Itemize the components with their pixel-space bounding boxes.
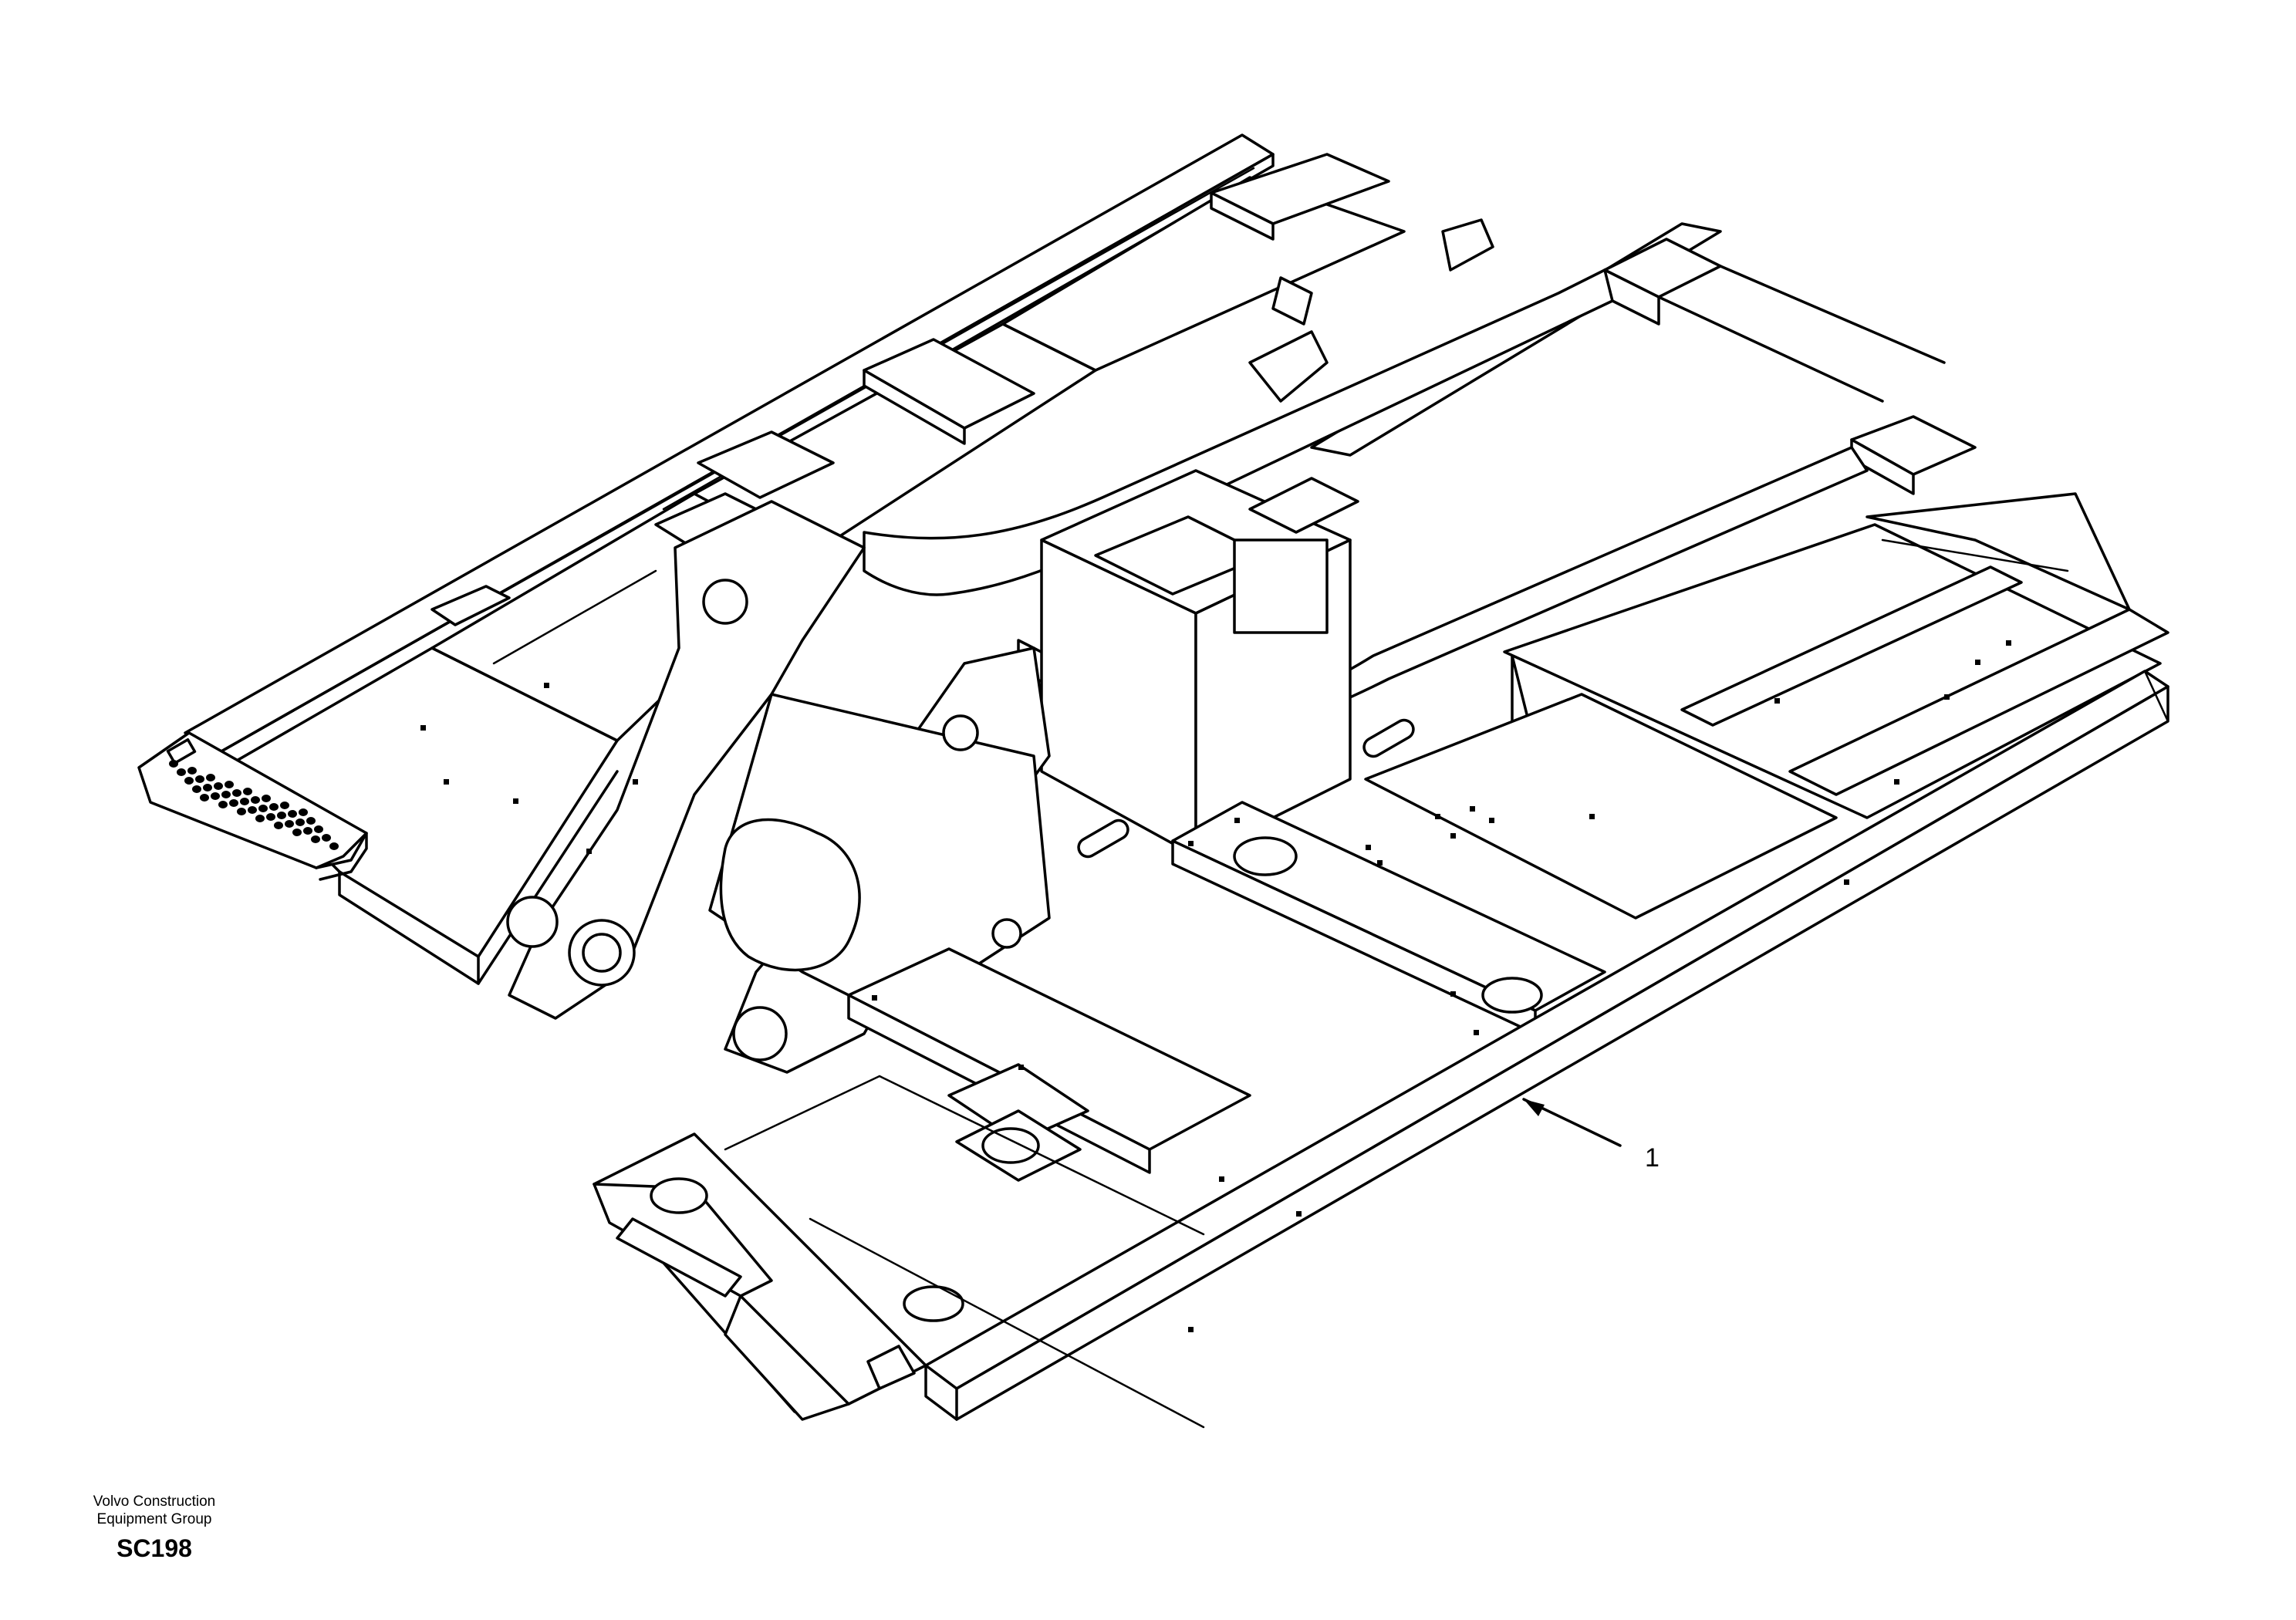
- footstep-hole: [192, 785, 201, 793]
- footstep-hole: [262, 795, 271, 802]
- front-mount-box: [847, 801, 1606, 1182]
- footstep-hole: [225, 781, 234, 788]
- bolt-hole: [1474, 1030, 1479, 1035]
- bolt-hole: [586, 849, 592, 854]
- footstep-hole: [248, 806, 257, 814]
- footstep-hole: [285, 820, 294, 828]
- bolt-hole: [1296, 1211, 1302, 1217]
- boom-foot-plates: [506, 500, 1415, 1074]
- footstep-hole: [322, 834, 331, 842]
- bolt-hole: [1234, 818, 1240, 823]
- footstep-hole: [169, 760, 178, 768]
- bolt-hole: [1188, 841, 1194, 846]
- footstep-hole: [232, 789, 241, 797]
- bolt-hole: [1377, 860, 1383, 866]
- footstep-hole: [292, 829, 302, 836]
- bolt-hole: [444, 779, 449, 785]
- footstep-hole: [218, 801, 228, 808]
- footstep-hole: [177, 768, 186, 776]
- footstep-hole: [303, 827, 312, 835]
- bolt-hole: [1589, 814, 1595, 819]
- footstep-hole: [229, 799, 238, 807]
- footstep-hole: [299, 808, 308, 816]
- footstep-hole: [258, 805, 268, 812]
- footstep-hole: [221, 791, 231, 798]
- left-footstep: [137, 731, 368, 881]
- footstep-hole: [314, 825, 323, 833]
- bolt-hole: [1470, 806, 1475, 812]
- bolt-hole: [513, 798, 518, 804]
- bolt-hole: [872, 995, 877, 1001]
- bolt-hole: [633, 779, 638, 785]
- bolt-hole: [1975, 660, 1980, 665]
- footstep-hole: [295, 818, 305, 826]
- bolt-hole: [1844, 879, 1849, 885]
- footstep-hole: [329, 842, 339, 850]
- front-end-frame: [593, 1075, 1205, 1429]
- footstep-hole: [288, 810, 297, 818]
- bolt-hole-marks: [420, 640, 2011, 1332]
- footstep-hole: [306, 817, 316, 825]
- callout-1: 1: [1522, 1098, 1660, 1173]
- footstep-hole: [269, 803, 279, 811]
- bolt-hole: [1450, 833, 1456, 839]
- center-box: [1040, 469, 1359, 858]
- footstep-hole: [274, 822, 283, 829]
- footstep-hole: [240, 798, 249, 805]
- bolt-hole: [1188, 1327, 1194, 1332]
- bolt-hole: [1366, 845, 1371, 850]
- rear-cross-members: [430, 153, 1494, 626]
- footstep-hole: [200, 794, 209, 802]
- bolt-hole: [420, 725, 426, 731]
- footstep-hole: [255, 815, 265, 822]
- footstep-hole: [187, 767, 197, 775]
- company-name-line-2: Equipment Group: [96, 1511, 212, 1527]
- sheet-code: SC198: [116, 1534, 192, 1562]
- footstep-hole: [237, 808, 246, 815]
- footstep-hole: [211, 792, 220, 800]
- footstep-hole: [251, 796, 260, 804]
- footstep-hole: [184, 777, 194, 785]
- bolt-hole: [1894, 779, 1899, 785]
- bolt-hole: [544, 683, 549, 688]
- footstep-hole: [243, 788, 252, 795]
- company-name-line-1: Volvo Construction: [93, 1493, 216, 1510]
- footstep-hole: [195, 775, 204, 783]
- publisher-credit: Volvo Construction Equipment Group SC198: [54, 1493, 255, 1563]
- bolt-hole: [2006, 640, 2011, 646]
- bolt-hole: [1489, 818, 1494, 823]
- right-front-rail: [924, 670, 2169, 1421]
- footstep-hole: [277, 812, 286, 819]
- bolt-hole: [1774, 698, 1780, 704]
- footstep-hole: [206, 774, 215, 781]
- footstep-hole: [311, 835, 320, 843]
- footstep-hole: [203, 784, 212, 791]
- bolt-hole: [1944, 694, 1950, 700]
- footstep-hole: [266, 813, 275, 821]
- bolt-hole: [1018, 1065, 1024, 1070]
- bolt-hole: [1219, 1176, 1224, 1182]
- bolt-hole: [1435, 814, 1440, 819]
- callout-1-label: 1: [1645, 1143, 1660, 1173]
- footstep-hole: [280, 802, 289, 809]
- footstep-hole: [214, 782, 223, 790]
- right-deck-panels: [1364, 492, 2169, 920]
- bolt-hole: [1450, 991, 1456, 997]
